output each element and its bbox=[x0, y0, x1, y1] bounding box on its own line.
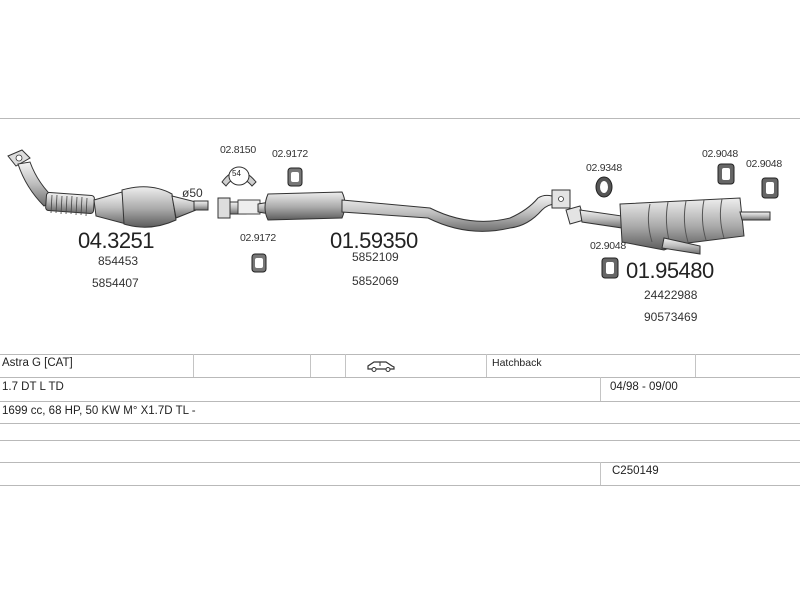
pipe-diameter-label: ø50 bbox=[182, 186, 203, 200]
exhaust-diagram: 04.3251 854453 5854407 ø50 02.8150 54 02… bbox=[0, 118, 800, 354]
middle-silencer-section bbox=[217, 189, 571, 232]
clamp-part bbox=[221, 166, 257, 187]
middle-silencer-oe-number: 5852069 bbox=[352, 274, 399, 288]
hanger-code[interactable]: 02.9172 bbox=[272, 148, 308, 160]
clamp-code[interactable]: 02.8150 bbox=[220, 144, 256, 156]
rear-silencer-code[interactable]: 01.95480 bbox=[626, 258, 714, 283]
clamp-size-label: 54 bbox=[232, 169, 241, 178]
body-type: Hatchback bbox=[492, 357, 542, 369]
hanger-code[interactable]: 02.9048 bbox=[746, 158, 782, 170]
hanger-code[interactable]: 02.9172 bbox=[240, 232, 276, 244]
table-column-line bbox=[600, 462, 601, 485]
catalytic-converter-code[interactable]: 04.3251 bbox=[78, 228, 155, 253]
table-row-line bbox=[0, 462, 800, 463]
middle-silencer-oe-number: 5852109 bbox=[352, 250, 399, 264]
rear-silencer-section bbox=[565, 197, 771, 255]
body-icon bbox=[366, 359, 396, 376]
table-column-line bbox=[345, 354, 346, 377]
table-row-line bbox=[0, 440, 800, 441]
table-row-line bbox=[0, 377, 800, 378]
table-column-line bbox=[695, 354, 696, 377]
hanger-pair-center bbox=[251, 167, 303, 273]
table-row-line bbox=[0, 401, 800, 402]
catalytic-converter-oe-number: 5854407 bbox=[92, 276, 139, 290]
ring-part bbox=[595, 176, 613, 198]
catalytic-converter bbox=[7, 149, 209, 228]
middle-silencer-code[interactable]: 01.59350 bbox=[330, 228, 418, 253]
production-years: 04/98 - 09/00 bbox=[610, 381, 678, 393]
table-top-line bbox=[0, 354, 800, 355]
engine-label: 1.7 DT L TD bbox=[2, 381, 64, 393]
hanger-code[interactable]: 02.9048 bbox=[702, 148, 738, 160]
catalytic-converter-oe-number: 854453 bbox=[98, 254, 139, 268]
car-hatchback-icon bbox=[367, 361, 395, 372]
hanger-code[interactable]: 02.9048 bbox=[590, 240, 626, 252]
engine-spec: 1699 cc, 68 HP, 50 KW M° X1.7D TL - bbox=[2, 405, 196, 417]
ring-code[interactable]: 02.9348 bbox=[586, 162, 622, 174]
hanger-trio-rear bbox=[601, 163, 779, 279]
table-bottom-line bbox=[0, 485, 800, 486]
rear-silencer-oe-number: 24422988 bbox=[644, 288, 698, 302]
table-row-line bbox=[0, 423, 800, 424]
table-column-line bbox=[486, 354, 487, 377]
table-column-line bbox=[600, 377, 601, 401]
kit-code[interactable]: C250149 bbox=[612, 465, 659, 477]
frame-top-line bbox=[0, 118, 800, 119]
model-name: Astra G [CAT] bbox=[2, 357, 73, 369]
exhaust-drawing bbox=[7, 149, 779, 279]
rear-silencer-oe-number: 90573469 bbox=[644, 310, 698, 324]
table-column-line bbox=[193, 354, 194, 377]
table-column-line bbox=[310, 354, 311, 377]
